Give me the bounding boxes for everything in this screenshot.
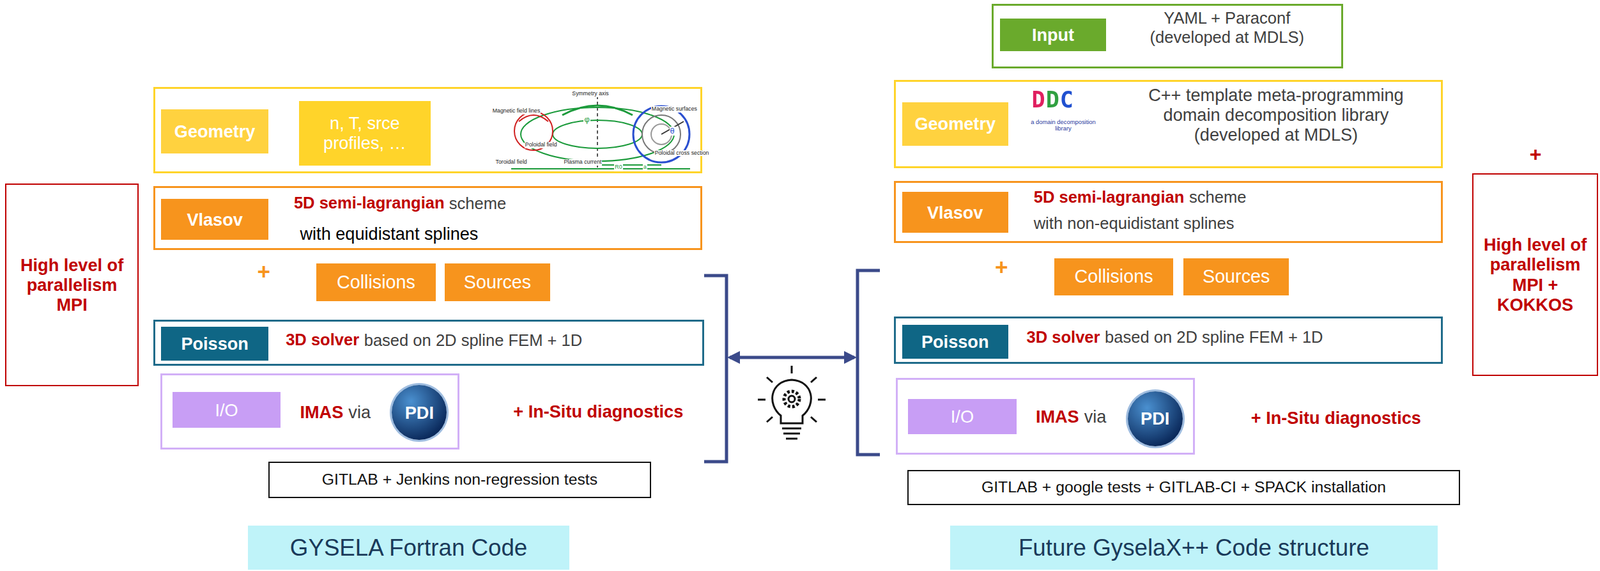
panel-text: based on 2D spline FEM + 1D — [1104, 327, 1324, 347]
input-tag: Input — [1000, 18, 1107, 52]
panel-text: YAML + Paraconf (developed at MDLS) — [1132, 8, 1322, 47]
box-label: Sources — [463, 271, 531, 293]
box-label: Vlasov — [927, 202, 983, 223]
code-title-band: Future GyselaX++ Code structure — [950, 525, 1438, 570]
panel-text: 5D semi-lagrangian — [1033, 187, 1185, 207]
panel-text: with non-equidistant splines — [1033, 214, 1235, 233]
diagnostics-note: + In-Situ diagnostics — [1251, 408, 1422, 428]
poisson-panel: 3D solverbased on 2D spline FEM + 1D Pois… — [893, 316, 1443, 363]
box-label: n, T, srce profiles, … — [302, 113, 427, 153]
panel-text: IMAS — [1035, 406, 1080, 427]
panel-text: IMAS — [299, 401, 344, 422]
box-label: PDI — [405, 402, 434, 423]
dimension-label: R0 — [614, 164, 623, 171]
box-label: GITLAB + Jenkins non-regression tests — [322, 470, 598, 489]
plus-sign: + — [256, 259, 271, 285]
box-label: Poisson — [921, 331, 990, 352]
geometry-tag: Geometry — [161, 109, 269, 154]
io-tag: I/O — [907, 398, 1016, 434]
io-tag: I/O — [172, 391, 281, 428]
box-label: GITLAB + google tests + GITLAB-CI + SPAC… — [981, 477, 1386, 496]
panel-text: via — [1084, 406, 1107, 427]
panel-text: a domain decomposition library — [1028, 119, 1099, 133]
vlasov-tag: Vlasov — [902, 191, 1009, 233]
box-label: High level of parallelism MPI — [17, 254, 127, 316]
profiles-box: n, T, srce profiles, … — [299, 100, 431, 166]
illustration-label: Magnetic surfaces — [651, 106, 698, 113]
pdi-logo: PDI — [391, 384, 447, 440]
panel-text: 3D solver — [285, 330, 360, 349]
pdi-logo: PDI — [1127, 391, 1183, 447]
panel-text: based on 2D spline FEM + 1D — [364, 330, 583, 350]
box-label: I/O — [214, 400, 238, 420]
angle-symbol: φ — [583, 115, 590, 124]
panel-text: scheme — [449, 194, 507, 213]
box-label: PDI — [1140, 408, 1170, 429]
poisson-panel: 3D solverbased on 2D spline FEM + 1D Pois… — [153, 319, 705, 366]
angle-symbol: θ — [669, 126, 676, 136]
plus-sign: + — [994, 254, 1009, 280]
dimension-label: a — [642, 164, 648, 171]
test-box: GITLAB + Jenkins non-regression tests — [268, 461, 652, 498]
collisions-box: Collisions — [316, 263, 436, 301]
geometry-tag: Geometry — [902, 102, 1009, 147]
box-label: Geometry — [914, 113, 996, 134]
lightbulb-icon — [757, 365, 826, 439]
poisson-tag: Poisson — [902, 324, 1009, 359]
panel-text: DDC — [1031, 86, 1074, 113]
box-label: Geometry — [174, 121, 256, 142]
box-label: I/O — [950, 406, 974, 427]
illustration-label: Plasma current — [563, 159, 603, 166]
left-bracket — [704, 275, 727, 462]
right-bracket — [857, 270, 880, 455]
parallelism-box: High level of parallelism MPI — [5, 183, 139, 386]
box-label: Vlasov — [186, 209, 243, 230]
illustration-label: Symmetry axis — [571, 90, 609, 98]
io-panel: IMASvia I/O PDI — [895, 377, 1195, 455]
input-panel: YAML + Paraconf (developed at MDLS) Input — [991, 3, 1343, 69]
illustration-label: Toroidal field — [495, 159, 528, 166]
box-label: Sources — [1202, 265, 1270, 287]
panel-text: 3D solver — [1026, 327, 1101, 347]
sources-box: Sources — [1183, 258, 1289, 295]
panel-text: with equidistant splines — [299, 223, 478, 244]
sources-box: Sources — [444, 263, 550, 301]
panel-text: via — [348, 401, 371, 422]
vlasov-panel: 5D semi-lagrangianscheme with equidistant… — [153, 185, 703, 251]
diagnostics-note: + In-Situ diagnostics — [513, 401, 684, 422]
box-label: Poisson — [180, 333, 249, 354]
box-label: High level of parallelism MPI + KOKKOS — [1481, 234, 1590, 315]
test-box: GITLAB + google tests + GITLAB-CI + SPAC… — [907, 469, 1461, 506]
panel-text: C++ template meta-programming domain dec… — [1130, 84, 1422, 146]
box-label: GYSELA Fortran Code — [290, 534, 528, 562]
box-label: Collisions — [336, 271, 416, 293]
panel-text: 5D semi-lagrangian — [293, 193, 445, 213]
double-arrow — [729, 355, 855, 360]
parallelism-box: High level of parallelism MPI + KOKKOS — [1472, 173, 1598, 376]
box-label: Future GyselaX++ Code structure — [1018, 534, 1370, 562]
geometry-panel: Geometry n, T, srce profiles, … — [153, 86, 703, 174]
illustration-label: Poloidal field — [524, 141, 558, 149]
box-label: Collisions — [1074, 265, 1154, 287]
poisson-tag: Poisson — [161, 326, 269, 361]
illustration-label: Magnetic field lines — [492, 107, 542, 115]
collisions-box: Collisions — [1054, 258, 1174, 295]
vlasov-tag: Vlasov — [161, 198, 269, 240]
geometry-panel: C++ template meta-programming domain dec… — [893, 79, 1443, 169]
io-panel: IMASvia I/O PDI — [160, 373, 460, 449]
ddc-logo: DDC a domain decomposition library — [1026, 85, 1105, 156]
vlasov-panel: 5D semi-lagrangianscheme with non-equidis… — [893, 180, 1443, 243]
code-title-band: GYSELA Fortran Code — [247, 525, 570, 570]
box-label: Input — [1031, 24, 1075, 45]
illustration-label: Poloidal cross section — [654, 150, 710, 157]
panel-text: scheme — [1189, 187, 1247, 207]
plus-sign: + — [1529, 143, 1542, 166]
